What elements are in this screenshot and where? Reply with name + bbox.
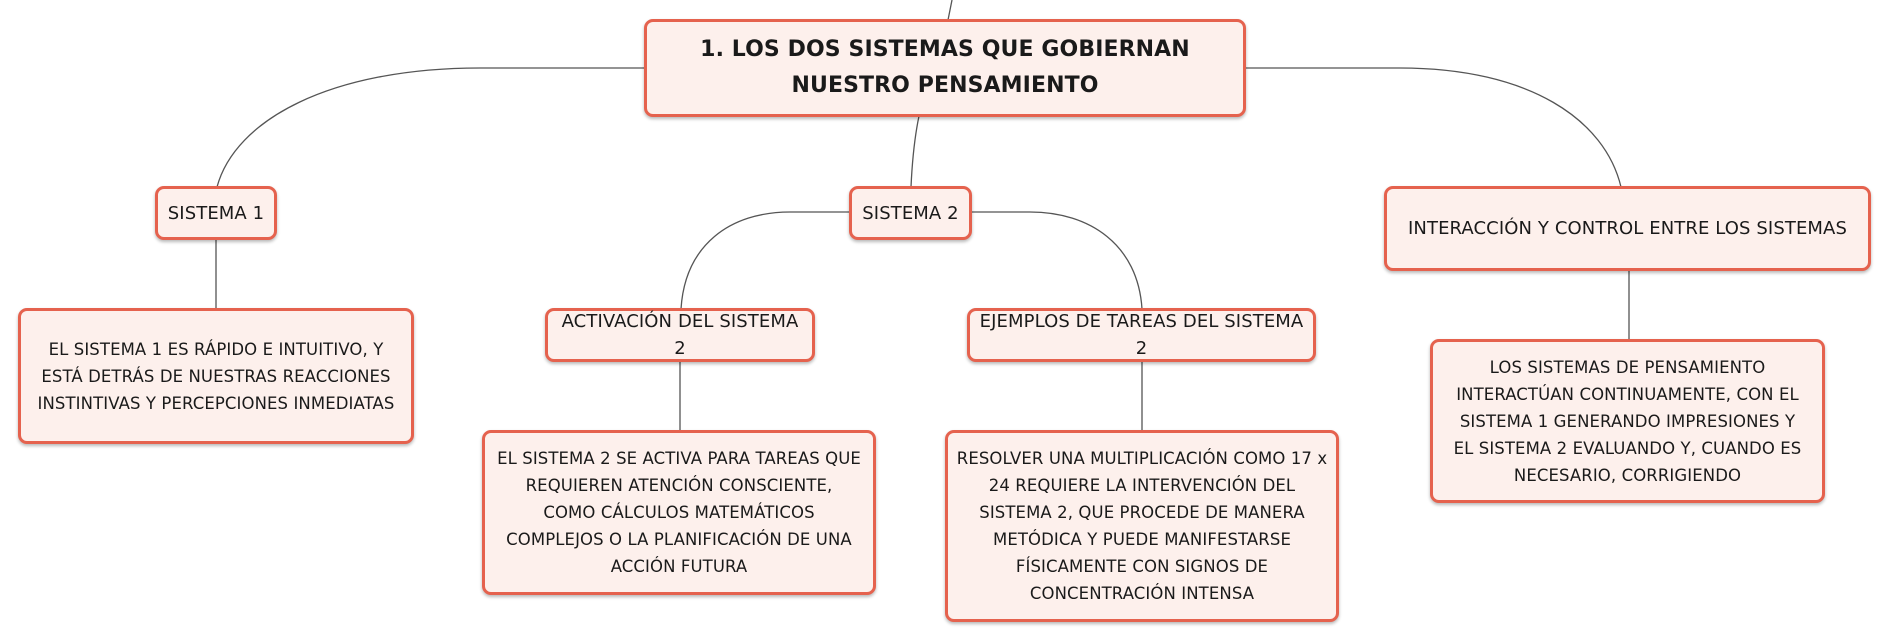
activacion-description-node[interactable]: EL SISTEMA 2 SE ACTIVA PARA TAREAS QUE R… (482, 430, 876, 595)
ejemplos-node[interactable]: EJEMPLOS DE TAREAS DEL SISTEMA 2 (967, 308, 1316, 362)
interaccion-description-text: LOS SISTEMAS DE PENSAMIENTO INTERACTÚAN … (1453, 357, 1802, 485)
sistema1-description-node[interactable]: EL SISTEMA 1 ES RÁPIDO E INTUITIVO, Y ES… (18, 308, 414, 444)
connector-parent-root (947, 0, 953, 21)
activacion-node[interactable]: ACTIVACIÓN DEL SISTEMA 2 (545, 308, 815, 362)
interaccion-description-node[interactable]: LOS SISTEMAS DE PENSAMIENTO INTERACTÚAN … (1430, 339, 1825, 503)
connector-root-sistema1 (216, 67, 645, 188)
sistema1-node[interactable]: SISTEMA 1 (155, 186, 277, 240)
activacion-description-text: EL SISTEMA 2 SE ACTIVA PARA TAREAS QUE R… (497, 449, 861, 576)
sistema1-label: SISTEMA 1 (167, 202, 265, 224)
connector-root-interaccion (1245, 67, 1622, 188)
root-topic-label: 1. LOS DOS SISTEMAS QUE GOBIERNAN NUESTR… (700, 37, 1190, 98)
ejemplos-label: EJEMPLOS DE TAREAS DEL SISTEMA 2 (979, 311, 1304, 359)
ejemplos-description-text: RESOLVER UNA MULTIPLICACIÓN COMO 17 x 24… (956, 449, 1328, 603)
sistema1-description-text: EL SISTEMA 1 ES RÁPIDO E INTUITIVO, Y ES… (37, 339, 395, 413)
root-topic-node[interactable]: 1. LOS DOS SISTEMAS QUE GOBIERNAN NUESTR… (644, 19, 1246, 117)
interaccion-label: INTERACCIÓN Y CONTROL ENTRE LOS SISTEMAS (1408, 218, 1847, 239)
connector-sistema2-ejemplos (971, 211, 1143, 310)
connector-sistema2-activacion (680, 211, 850, 310)
activacion-label: ACTIVACIÓN DEL SISTEMA 2 (561, 311, 799, 359)
ejemplos-description-node[interactable]: RESOLVER UNA MULTIPLICACIÓN COMO 17 x 24… (945, 430, 1339, 622)
interaccion-node[interactable]: INTERACCIÓN Y CONTROL ENTRE LOS SISTEMAS (1384, 186, 1871, 271)
connector-root-sistema2 (910, 115, 920, 188)
sistema2-node[interactable]: SISTEMA 2 (849, 186, 972, 240)
sistema2-label: SISTEMA 2 (862, 202, 959, 224)
